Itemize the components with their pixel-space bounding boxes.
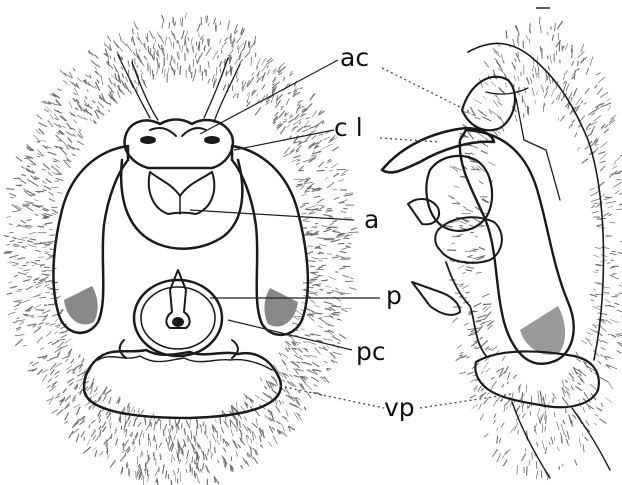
label-cl: c l (334, 113, 363, 142)
label-ac: ac (340, 43, 369, 72)
lateral-clasper-left (53, 146, 128, 333)
ventral-view (3, 13, 359, 485)
anal-cleft (125, 120, 233, 169)
label-p: p (386, 281, 402, 310)
lateral-clasper-right (232, 146, 308, 335)
lateral-view (382, 8, 622, 480)
setae-stipple-right (443, 17, 622, 480)
anus-lateral (408, 156, 502, 263)
label-vp: vp (384, 393, 415, 422)
label-a: a (364, 205, 379, 234)
anus-structure (121, 160, 242, 249)
penis (166, 270, 189, 328)
body-wall-outline (468, 43, 603, 360)
label-pc: pc (356, 337, 386, 366)
labels: ac c l a p pc vp (334, 43, 415, 422)
setae-top (118, 55, 240, 122)
